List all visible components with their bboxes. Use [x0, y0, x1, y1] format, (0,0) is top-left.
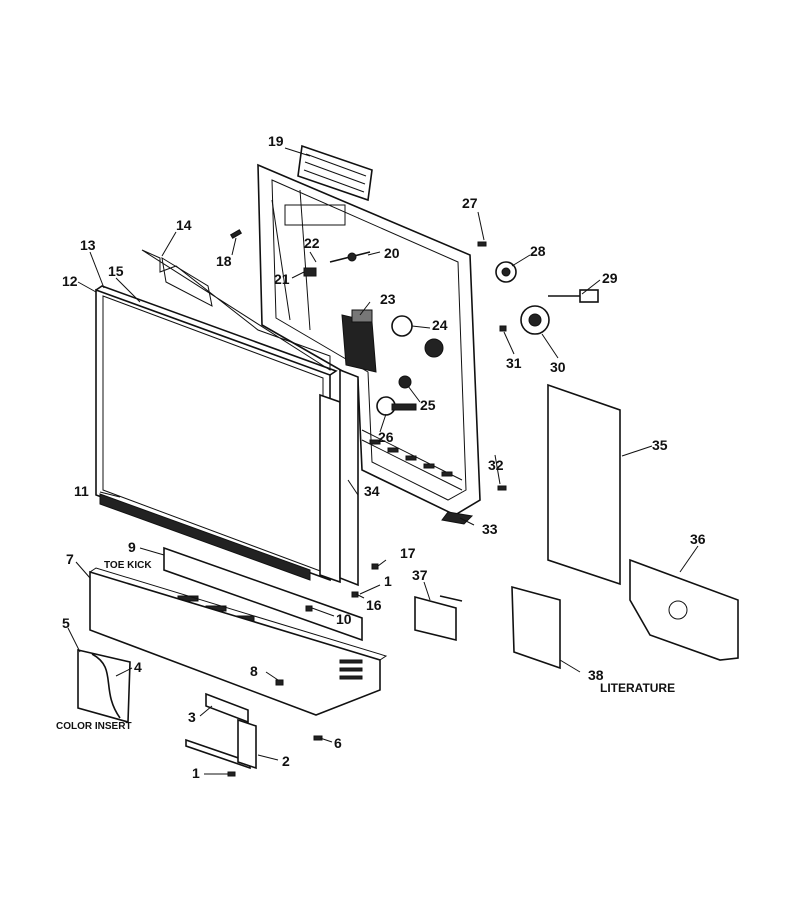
screw-31: [499, 325, 507, 332]
callout-31: 31: [506, 355, 522, 371]
leader-lines: [67, 147, 699, 775]
callout-16: 16: [366, 597, 382, 613]
callout-25: 25: [420, 397, 436, 413]
screw-32: [497, 485, 507, 491]
dispenser-cup-24: [391, 315, 413, 337]
callout-10: 10: [336, 611, 352, 627]
screw-17: [371, 563, 379, 570]
callout-9: 9: [128, 539, 136, 555]
frame-vent-slots: [369, 439, 453, 477]
callout-14: 14: [176, 217, 192, 233]
screw-6: [313, 735, 323, 741]
screw-18: [229, 229, 243, 239]
callout-13: 13: [80, 237, 96, 253]
clip-21: [303, 267, 317, 277]
callout-34: 34: [364, 483, 380, 499]
callout-33: 33: [482, 521, 498, 537]
callout-28: 28: [530, 243, 546, 259]
callout-2: 2: [282, 753, 290, 769]
outer-door-panel: [95, 285, 338, 582]
callout-15: 15: [108, 263, 124, 279]
color-insert: [77, 648, 131, 724]
vent-grille: [297, 144, 373, 202]
callout-8: 8: [250, 663, 258, 679]
callout-18: 18: [216, 253, 232, 269]
callout-29: 29: [602, 270, 618, 286]
callout-21: 21: [274, 271, 290, 287]
callout-4: 4: [134, 659, 142, 675]
callout-24: 24: [432, 317, 448, 333]
callout-27: 27: [462, 195, 478, 211]
spring-20: [329, 251, 371, 263]
callout-32: 32: [488, 457, 504, 473]
bottom-trim-11: [99, 493, 311, 581]
callout-1a: 1: [192, 765, 200, 781]
callout-30: 30: [550, 359, 566, 375]
caption-toe-kick: TOE KICK: [104, 560, 152, 571]
callout-17: 17: [400, 545, 416, 561]
callout-1b: 1: [384, 573, 392, 589]
handle-29: [548, 289, 599, 303]
knob-30: [520, 305, 550, 335]
dispenser-lever-26: [376, 396, 417, 416]
callout-20: 20: [384, 245, 400, 261]
literature-38: [511, 585, 561, 670]
insulation-36: [629, 558, 739, 661]
callout-6: 6: [334, 735, 342, 751]
latch-assembly: [341, 309, 377, 373]
callout-38: 38: [588, 667, 604, 683]
callout-23: 23: [380, 291, 396, 307]
callout-5: 5: [62, 615, 70, 631]
panel-35: [547, 383, 621, 586]
callout-3: 3: [188, 709, 196, 725]
callout-numbers: 19 27 28 29 30 31 32 33 35 36 38 37 17 1…: [62, 133, 706, 781]
callout-19: 19: [268, 133, 284, 149]
callout-11: 11: [74, 483, 89, 499]
callout-12: 12: [62, 273, 78, 289]
callout-22: 22: [304, 235, 320, 251]
callout-35: 35: [652, 437, 668, 453]
caption-color-insert: COLOR INSERT: [56, 721, 132, 732]
screw-10: [305, 605, 313, 612]
access-panel-7: [89, 567, 388, 716]
caption-literature: LITERATURE: [600, 681, 675, 695]
callout-37: 37: [412, 567, 428, 583]
trim-3: [205, 692, 249, 724]
callout-7: 7: [66, 551, 74, 567]
callout-26: 26: [378, 429, 394, 445]
bracket-37: [414, 595, 463, 642]
bracket-2: [185, 718, 257, 770]
screw-8: [275, 679, 284, 686]
screw-1a: [227, 771, 236, 777]
door-liner-14: [141, 249, 331, 371]
dispenser-cam-24: [424, 338, 444, 358]
screw-27: [477, 241, 487, 247]
panel-vent-slots: [339, 659, 363, 680]
rinse-aid-cap: [398, 375, 412, 389]
callout-36: 36: [690, 531, 706, 547]
hinge-33: [441, 511, 474, 525]
knob-28: [495, 261, 517, 283]
side-channel-34: [319, 368, 359, 587]
